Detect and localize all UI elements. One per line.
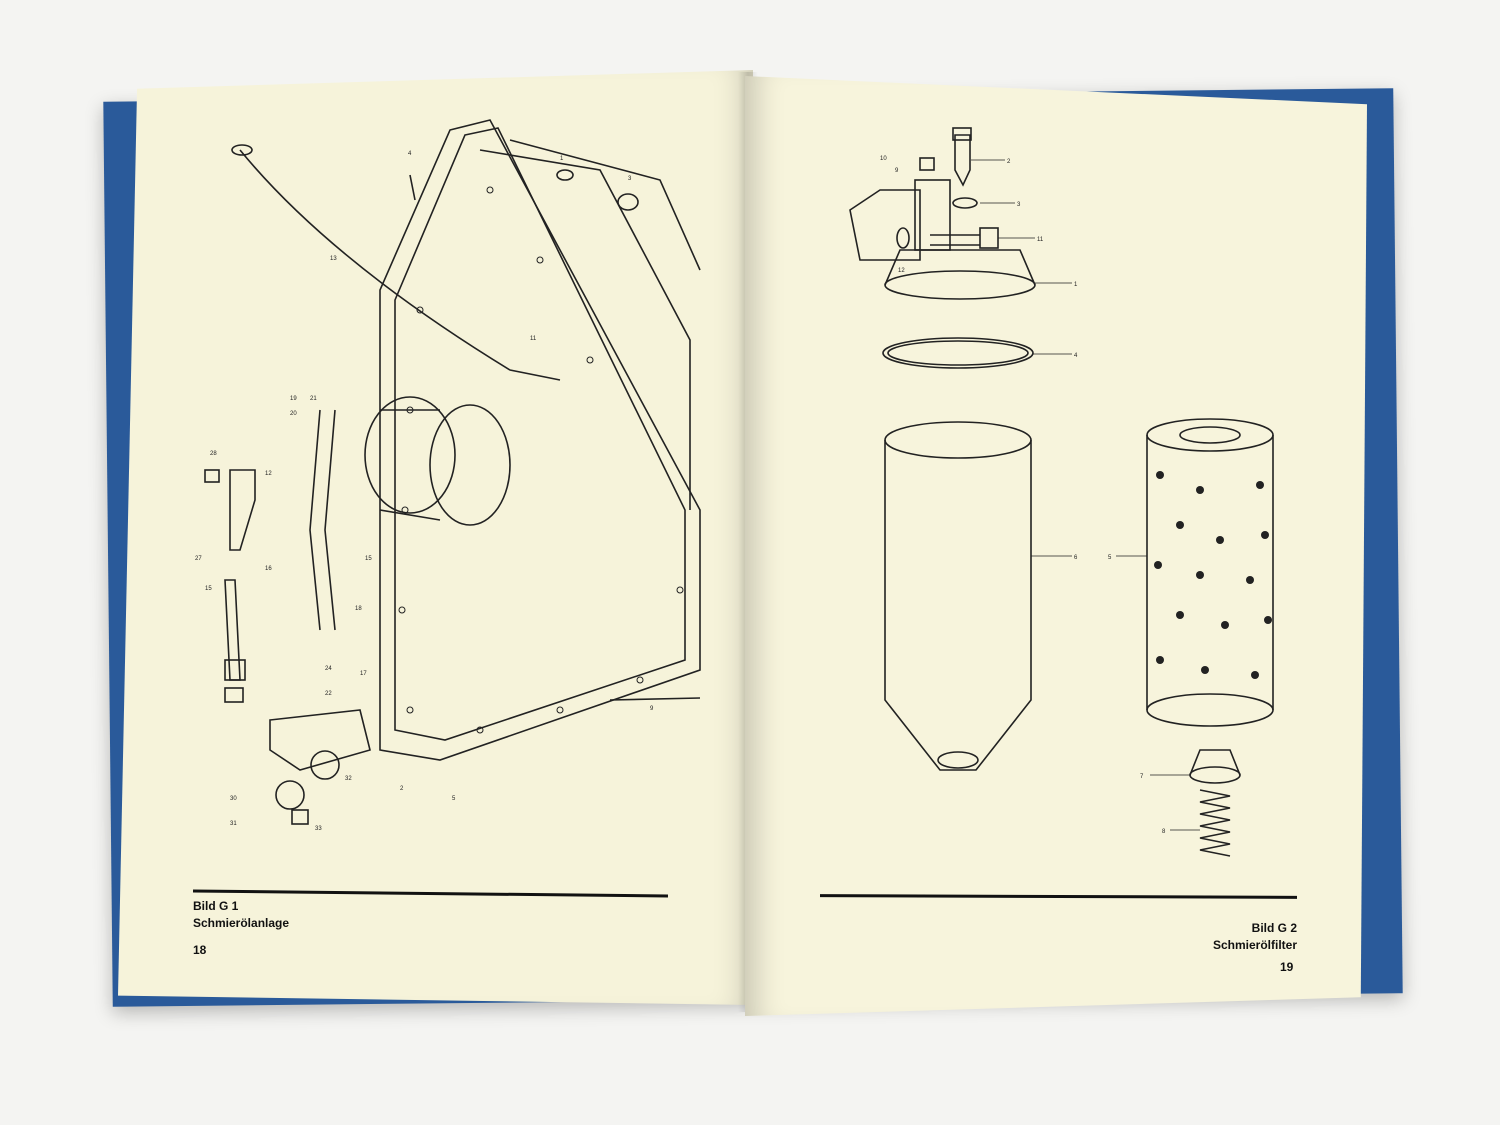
svg-text:15: 15 [205,586,212,592]
svg-text:20: 20 [290,411,297,417]
oil-system-exploded-drawing: 4 1 3 13 11 19 20 21 28 12 27 15 16 15 1… [195,119,701,830]
left-figure-caption: Bild G 1 Schmierölanlage [193,898,289,932]
svg-text:33: 33 [315,826,322,830]
right-page-number: 19 [1280,960,1294,974]
svg-text:21: 21 [310,396,317,402]
svg-text:27: 27 [195,556,202,562]
oil-filter-exploded-drawing: 2 3 11 1 4 6 5 7 8 9 10 12 [849,127,1274,857]
right-caption-figure-number: Bild G 2 [1251,921,1297,935]
label-1: 1 [1074,282,1078,288]
left-caption-figure-number: Bild G 1 [193,899,239,913]
svg-text:13: 13 [330,256,337,262]
label-12: 12 [898,268,905,274]
label-3: 3 [1017,202,1021,208]
label-2: 2 [1007,159,1011,165]
svg-text:22: 22 [325,691,332,697]
label-10: 10 [880,156,887,162]
svg-text:24: 24 [325,666,332,672]
svg-text:30: 30 [230,796,237,802]
right-caption-title: Schmierölfilter [1212,938,1297,952]
svg-text:32: 32 [345,776,352,782]
label-11: 11 [1037,237,1044,243]
svg-text:5: 5 [452,796,456,802]
svg-text:4: 4 [408,151,412,157]
svg-text:3: 3 [628,176,632,182]
label-4: 4 [1074,353,1078,359]
svg-text:2: 2 [400,786,404,792]
label-8: 8 [1162,829,1166,835]
label-9: 9 [895,168,899,174]
svg-text:28: 28 [210,451,217,457]
svg-text:15: 15 [365,556,372,562]
right-page [745,76,1367,1016]
svg-text:16: 16 [265,566,272,572]
svg-text:9: 9 [650,706,654,712]
label-6: 6 [1074,555,1078,561]
svg-text:1: 1 [560,156,564,162]
svg-text:17: 17 [360,671,367,677]
label-5: 5 [1108,555,1112,561]
svg-text:19: 19 [290,396,297,402]
svg-text:18: 18 [355,606,362,612]
left-page-number: 18 [193,943,207,957]
left-caption-title: Schmierölanlage [193,916,290,930]
svg-text:31: 31 [230,821,237,827]
label-7: 7 [1140,774,1144,780]
left-page [118,70,753,1005]
svg-text:12: 12 [265,471,272,477]
right-figure-caption: Bild G 2 Schmierölfilter [1205,920,1297,954]
svg-text:11: 11 [530,336,537,342]
